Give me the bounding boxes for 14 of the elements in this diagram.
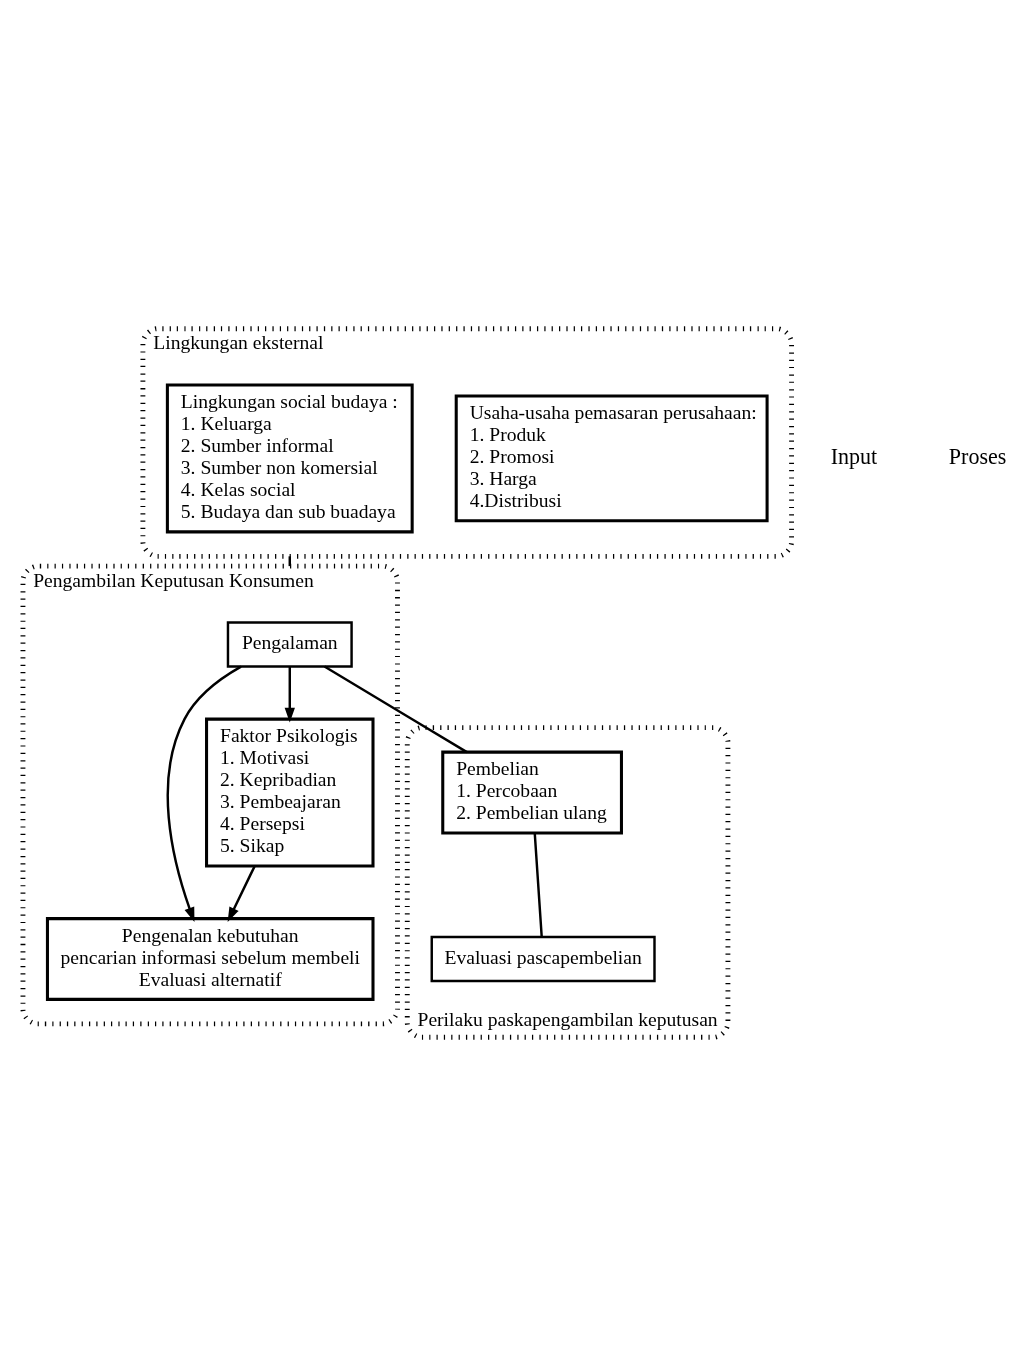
connector bbox=[323, 665, 468, 753]
arrow bbox=[284, 666, 295, 723]
node-box: Lingkungan social budaya : 1. Keluarga 2. Sumber informal 3. Sumber non komersial 4. Kelas social 5. Budaya dan sub buadaya bbox=[165, 382, 414, 533]
node-box: Pengalaman bbox=[226, 620, 353, 668]
node-box: Faktor Psikologis 1. Motivasi 2. Kepribadian 3. Pembeajaran 4. Persepsi 5. Sikap bbox=[205, 717, 375, 867]
node-box: Usaha-usaha pemasaran perusahaan: 1. Produk 2. Promosi 3. Harga 4.Distribusi bbox=[454, 393, 769, 522]
node-box: Evaluasi pascapembelian bbox=[430, 935, 656, 982]
arrow bbox=[227, 865, 256, 922]
arrow bbox=[166, 665, 242, 922]
node-box: Pembelian 1. Percobaan 2. Pembelian ulang bbox=[441, 750, 623, 834]
node-box: Pengenalan kebutuhan pencarian informasi sebelum membeli Evaluasi alternatif bbox=[45, 916, 375, 1001]
connector bbox=[533, 832, 543, 937]
label: Input bbox=[830, 443, 878, 469]
label: Proses bbox=[948, 443, 1007, 469]
